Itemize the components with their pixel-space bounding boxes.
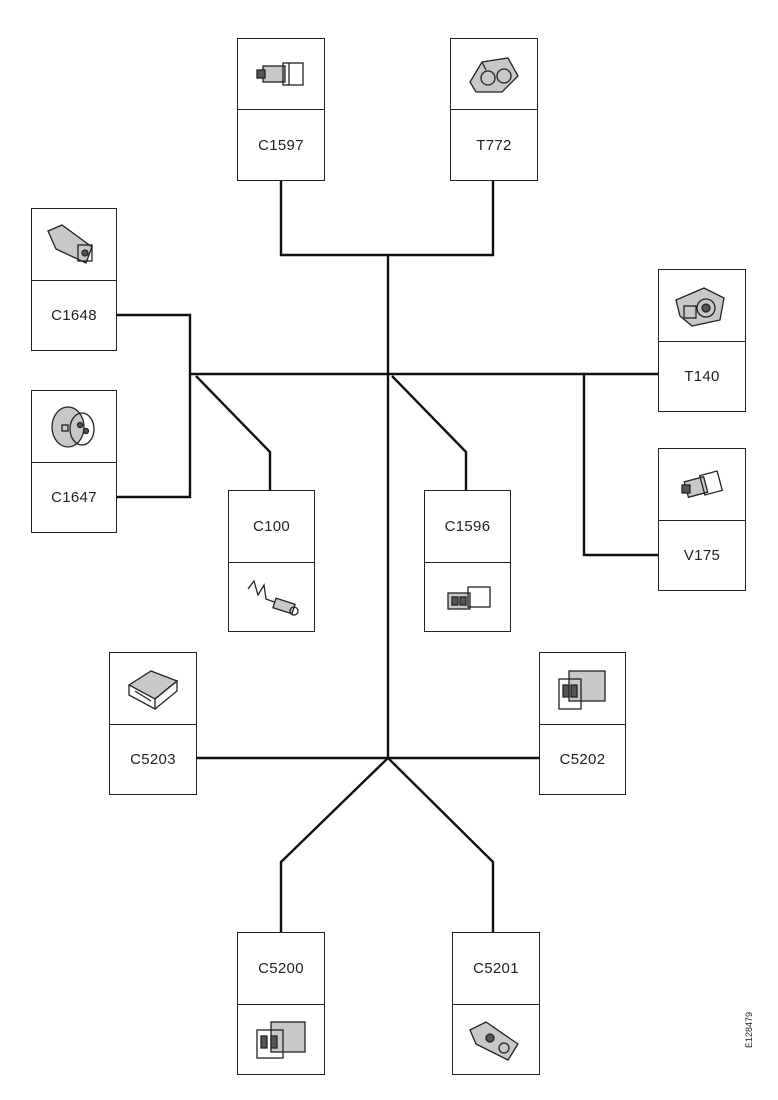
block-connector-icon bbox=[540, 653, 625, 724]
connector-label: C5202 bbox=[559, 751, 606, 768]
connector-v175[interactable]: V175 bbox=[658, 448, 746, 591]
connector-c5201[interactable]: C5201 bbox=[452, 932, 540, 1075]
connector-t772[interactable]: T772 bbox=[450, 38, 538, 181]
wire-c5201 bbox=[387, 757, 495, 932]
connector-c1596[interactable]: C1596 bbox=[424, 490, 511, 632]
connector-label: T140 bbox=[684, 368, 720, 385]
connector-c5200[interactable]: C5200 bbox=[237, 932, 325, 1075]
inline-connector-icon bbox=[659, 449, 745, 520]
connector-c1648[interactable]: C1648 bbox=[31, 208, 117, 351]
connector-c1597[interactable]: C1597 bbox=[237, 38, 325, 181]
wire-v175 bbox=[582, 374, 658, 557]
connector-label: C100 bbox=[252, 518, 291, 535]
connector-c1647[interactable]: C1647 bbox=[31, 390, 117, 533]
connector-t140[interactable]: T140 bbox=[658, 269, 746, 412]
multi-connector-icon bbox=[659, 270, 745, 341]
connector-label: C5203 bbox=[130, 751, 176, 768]
wire-c100 bbox=[195, 375, 272, 490]
connector-label: C5201 bbox=[473, 960, 519, 977]
wire-c1648 bbox=[116, 313, 192, 499]
connector-label: C1596 bbox=[444, 518, 491, 535]
connector-c100[interactable]: C100 bbox=[228, 490, 315, 632]
multi-connector-icon bbox=[451, 39, 537, 109]
block-connector-icon bbox=[238, 1005, 324, 1074]
connector-label: C1648 bbox=[51, 307, 97, 324]
connector-c5203[interactable]: C5203 bbox=[109, 652, 197, 795]
wire-c1597 bbox=[279, 180, 495, 257]
connector-label: C1647 bbox=[51, 489, 97, 506]
angled-connector-icon bbox=[32, 209, 116, 280]
wire-c1596 bbox=[391, 375, 468, 490]
round-connector-icon bbox=[32, 391, 116, 462]
connector-label: V175 bbox=[683, 547, 721, 564]
document-id: E128479 bbox=[744, 1011, 754, 1048]
wire-c5200 bbox=[279, 757, 389, 932]
connector-label: C1597 bbox=[258, 136, 304, 154]
connector-c5202[interactable]: C5202 bbox=[539, 652, 626, 795]
angled-connector-icon bbox=[453, 1005, 539, 1074]
inline-connector-icon bbox=[238, 39, 324, 109]
connector-label: T772 bbox=[476, 136, 512, 154]
flat-connector-icon bbox=[110, 653, 196, 724]
connector-label: C5200 bbox=[258, 960, 304, 977]
ring-terminal-icon bbox=[229, 563, 314, 631]
inline-connector-icon bbox=[425, 563, 510, 631]
